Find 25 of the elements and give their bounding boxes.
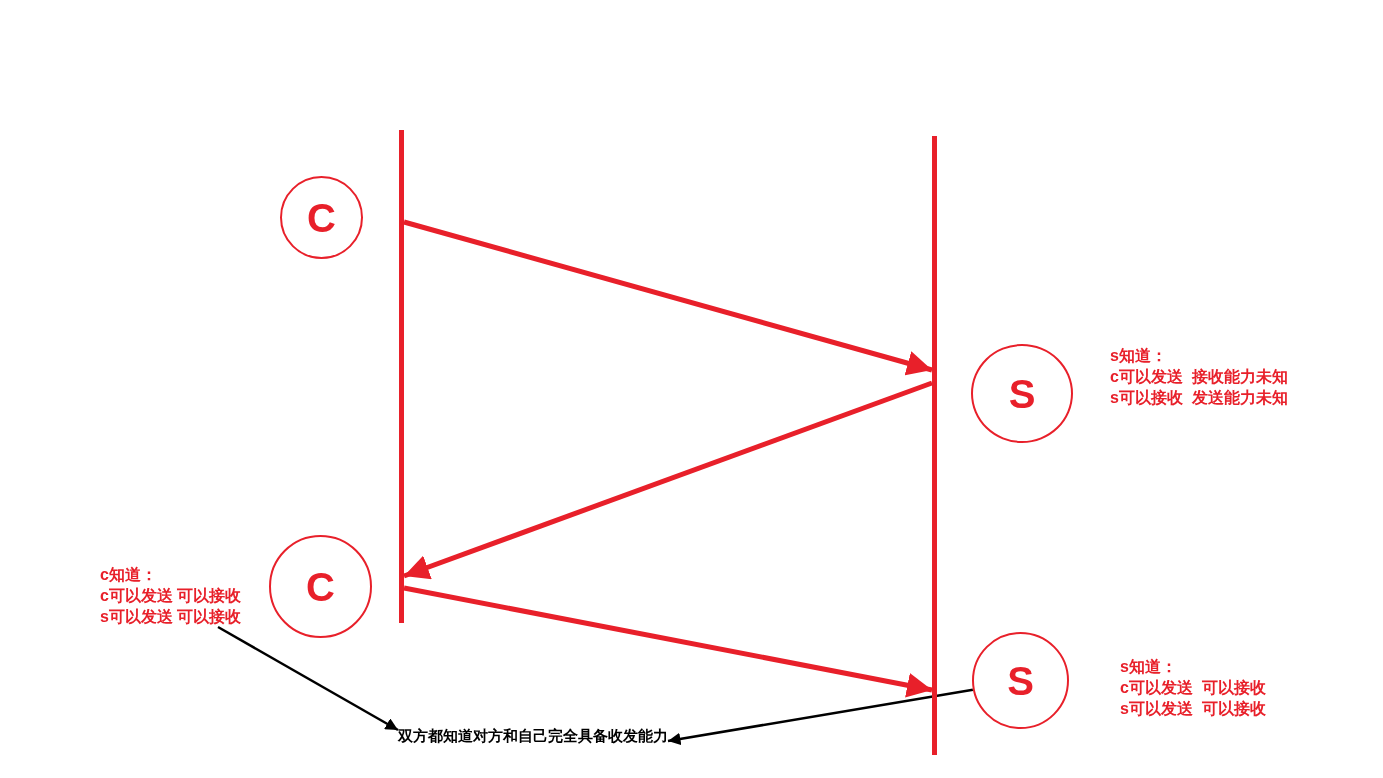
circle-node bbox=[269, 535, 372, 638]
circle-node bbox=[972, 632, 1069, 729]
node-letter: C bbox=[306, 566, 335, 607]
note-line: c可以发送 可以接收 bbox=[1120, 678, 1266, 698]
node-letter: S bbox=[1008, 373, 1036, 414]
arrow bbox=[403, 380, 933, 580]
note-line: s可以发送 可以接收 bbox=[1120, 699, 1266, 719]
note-line: s可以接收 发送能力未知 bbox=[1110, 388, 1288, 408]
arrow bbox=[403, 585, 933, 698]
note-line: c可以发送 接收能力未知 bbox=[1110, 367, 1288, 387]
arrow bbox=[667, 688, 974, 746]
note-line: c可以发送 可以接收 bbox=[100, 586, 242, 606]
circle-node bbox=[971, 344, 1073, 443]
conclusion-text: 双方都知道对方和自己完全具备收发能力 bbox=[398, 726, 668, 746]
lifeline bbox=[932, 136, 937, 755]
note-line: c知道： bbox=[100, 565, 157, 585]
note-line: s知道： bbox=[1110, 346, 1167, 366]
arrow bbox=[217, 625, 399, 732]
circle-node bbox=[280, 176, 363, 259]
note-line: s知道： bbox=[1120, 657, 1177, 677]
node-letter: C bbox=[307, 197, 336, 238]
note-line: s可以发送 可以接收 bbox=[100, 607, 242, 627]
node-letter: S bbox=[1007, 660, 1034, 701]
arrow bbox=[403, 219, 933, 376]
lifeline bbox=[399, 130, 404, 623]
